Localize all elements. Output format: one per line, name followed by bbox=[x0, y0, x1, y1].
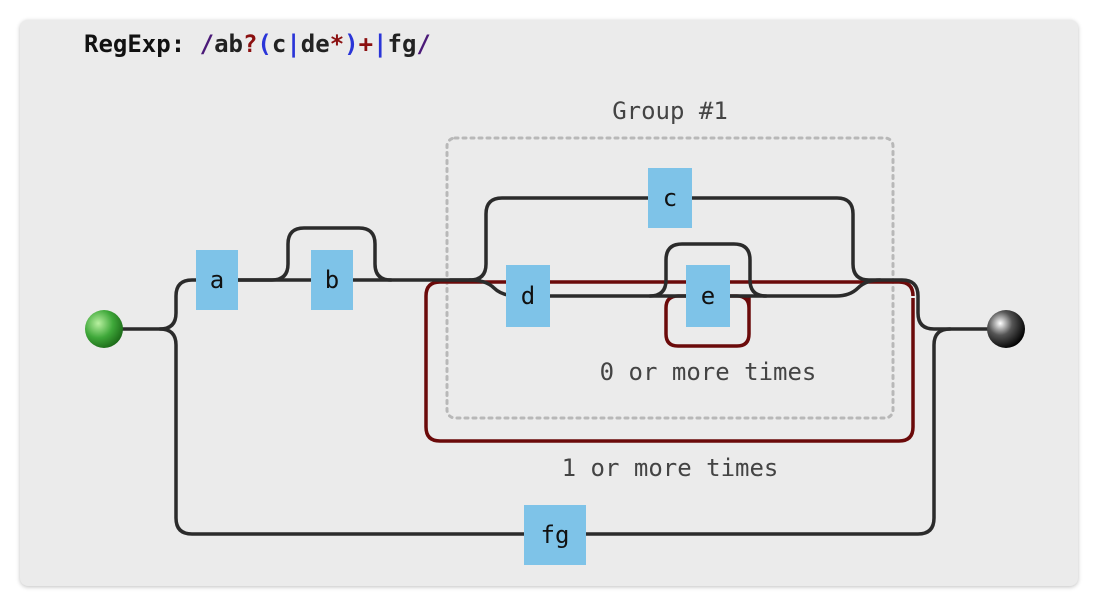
pattern-token-lit: de bbox=[300, 30, 330, 58]
zero-or-more-label: 0 or more times bbox=[600, 358, 817, 386]
end-node bbox=[987, 310, 1025, 348]
pattern-token-lit: fg bbox=[387, 30, 417, 58]
literal-b-text: b bbox=[325, 266, 339, 294]
regexp-pattern: /ab?(c|de*)+|fg/ bbox=[200, 30, 431, 58]
pattern-token-alt: | bbox=[373, 30, 388, 58]
pattern-token-alt: | bbox=[286, 30, 301, 58]
pattern-token-delim: / bbox=[199, 30, 215, 58]
literal-c-text: c bbox=[663, 184, 677, 212]
pattern-token-quant: ? bbox=[242, 30, 258, 58]
literal-e: e bbox=[686, 265, 730, 327]
literal-a: a bbox=[196, 250, 238, 310]
pattern-token-paren: ) bbox=[344, 30, 359, 58]
literal-b: b bbox=[311, 250, 353, 310]
group-1-box bbox=[445, 136, 895, 420]
one-or-more-label: 1 or more times bbox=[562, 454, 779, 482]
pattern-token-quant: + bbox=[358, 30, 374, 58]
regexp-label: RegExp: bbox=[84, 30, 186, 58]
literal-a-text: a bbox=[210, 266, 224, 294]
literal-d: d bbox=[506, 265, 550, 327]
rail-d-branch bbox=[468, 242, 882, 298]
rail-start bbox=[120, 278, 198, 331]
pattern-token-lit: ab bbox=[214, 30, 243, 58]
one-or-more-loop bbox=[424, 280, 915, 443]
literal-fg-text: fg bbox=[541, 521, 570, 549]
literal-e-text: e bbox=[701, 282, 715, 310]
start-node bbox=[85, 310, 123, 348]
pattern-token-quant: * bbox=[329, 30, 345, 58]
literal-fg: fg bbox=[524, 505, 586, 565]
pattern-token-delim: / bbox=[416, 30, 431, 58]
pattern-token-lit: c bbox=[271, 30, 287, 58]
rail-c-branch bbox=[448, 196, 952, 331]
literal-d-text: d bbox=[521, 282, 535, 310]
rail-alt-fg bbox=[158, 327, 992, 536]
literal-c: c bbox=[648, 168, 692, 228]
regexp-header: RegExp: /ab?(c|de*)+|fg/ bbox=[84, 30, 431, 58]
rail-a-to-b bbox=[236, 226, 393, 282]
pattern-token-paren: ( bbox=[257, 30, 272, 58]
group-1-label: Group #1 bbox=[612, 97, 728, 125]
